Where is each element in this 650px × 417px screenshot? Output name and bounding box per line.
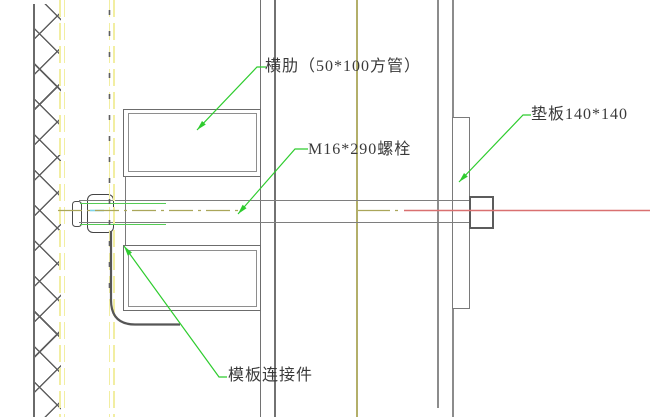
leader-rib-arrow-icon [197, 120, 206, 130]
square-tube-upper-inner [127, 113, 257, 172]
thread-highlight-bottom [80, 224, 166, 226]
leader-rib [196, 66, 266, 131]
leader-plate [458, 114, 531, 183]
thread-highlight-top [80, 203, 166, 205]
bolt-shaft-bottom-line [79, 221, 469, 223]
label-connector: 模板连接件 [228, 367, 314, 384]
leader-bolt-arrow-icon [238, 204, 247, 214]
square-tube-lower-outer [123, 245, 261, 311]
label-rib: 横肋（50*100方管） [265, 58, 422, 75]
panel-line-a [437, 0, 439, 408]
label-bolt: M16*290螺栓 [308, 141, 412, 158]
leader-connector [123, 245, 227, 378]
form-face-line-left [259, 0, 262, 417]
layer-dashed-line-1 [59, 0, 61, 417]
form-face-line-right [274, 0, 277, 417]
leader-plate-arrow-icon [459, 172, 468, 182]
layer-dashed-line-2 [63, 0, 66, 417]
leader-bolt [237, 148, 308, 215]
nut [469, 196, 494, 229]
bolt-end-cap [72, 201, 82, 227]
bolt-shaft-top-line [79, 200, 469, 202]
leader-connector-arrow-icon [124, 246, 132, 256]
square-tube-upper-outer [123, 108, 261, 177]
grid-line-olive [356, 0, 358, 417]
label-plate: 垫板140*140 [531, 106, 629, 123]
layer-dashed-line-4 [113, 0, 115, 417]
wall-hatch [34, 4, 61, 417]
wall-edge-line [32, 4, 35, 417]
square-tube-lower-inner [127, 249, 257, 307]
formwork-connector-bracket [109, 231, 180, 326]
layer-dashed-line-3 [108, 0, 111, 417]
